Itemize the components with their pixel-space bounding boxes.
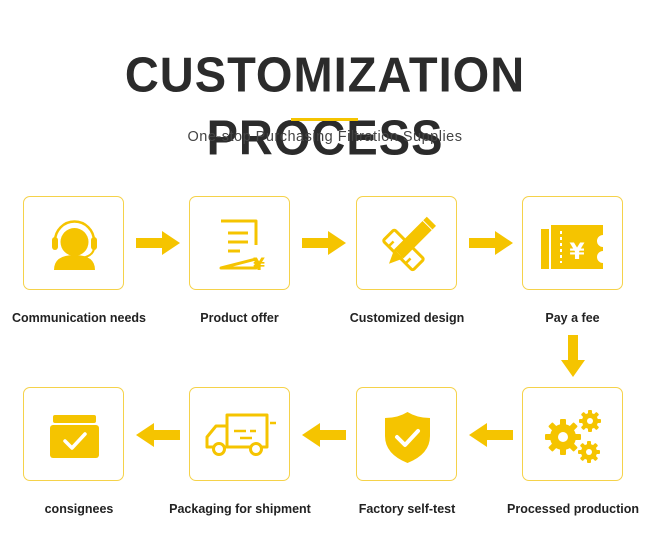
step-label: Customized design [349, 311, 465, 325]
page-subtitle: One-stop Purchasing Filtration Supplies [187, 129, 463, 145]
step-label: Factory self-test [358, 502, 456, 516]
step-label: Packaging for shipment [169, 502, 311, 516]
step-self-test-box [356, 387, 457, 481]
step-label: Processed production [507, 502, 639, 516]
svg-text:¥: ¥ [253, 255, 265, 275]
shield-check-icon [385, 412, 430, 463]
title-underline [291, 118, 358, 121]
arrow-left-icon [469, 423, 513, 447]
arrow-right-icon [469, 231, 513, 255]
arrow-right-icon [136, 231, 180, 255]
headset-person-icon [52, 220, 97, 270]
svg-text:¥: ¥ [569, 240, 585, 265]
pencil-ruler-icon [382, 216, 436, 272]
step-customized-design-box [356, 196, 457, 290]
arrow-down-icon [561, 335, 585, 377]
yen-ticket-icon: ¥ [541, 225, 603, 269]
step-packaging-box [189, 387, 290, 481]
arrow-right-icon [302, 231, 346, 255]
step-consignees-box [23, 387, 124, 481]
arrow-left-icon [136, 423, 180, 447]
step-label: consignees [44, 502, 114, 516]
document-yen-icon: ¥ [219, 219, 265, 275]
delivery-truck-icon [205, 413, 276, 456]
step-label: Product offer [200, 311, 279, 325]
step-label: Communication needs [11, 311, 147, 325]
arrow-left-icon [302, 423, 346, 447]
step-communication-box [23, 196, 124, 290]
step-production-box [522, 387, 623, 481]
step-pay-fee-box: ¥ [522, 196, 623, 290]
gears-icon [545, 410, 601, 463]
step-label: Pay a fee [545, 311, 600, 325]
box-check-icon [50, 415, 99, 458]
page-title: CUSTOMIZATION PROCESS [124, 46, 526, 165]
step-product-offer-box: ¥ [189, 196, 290, 290]
